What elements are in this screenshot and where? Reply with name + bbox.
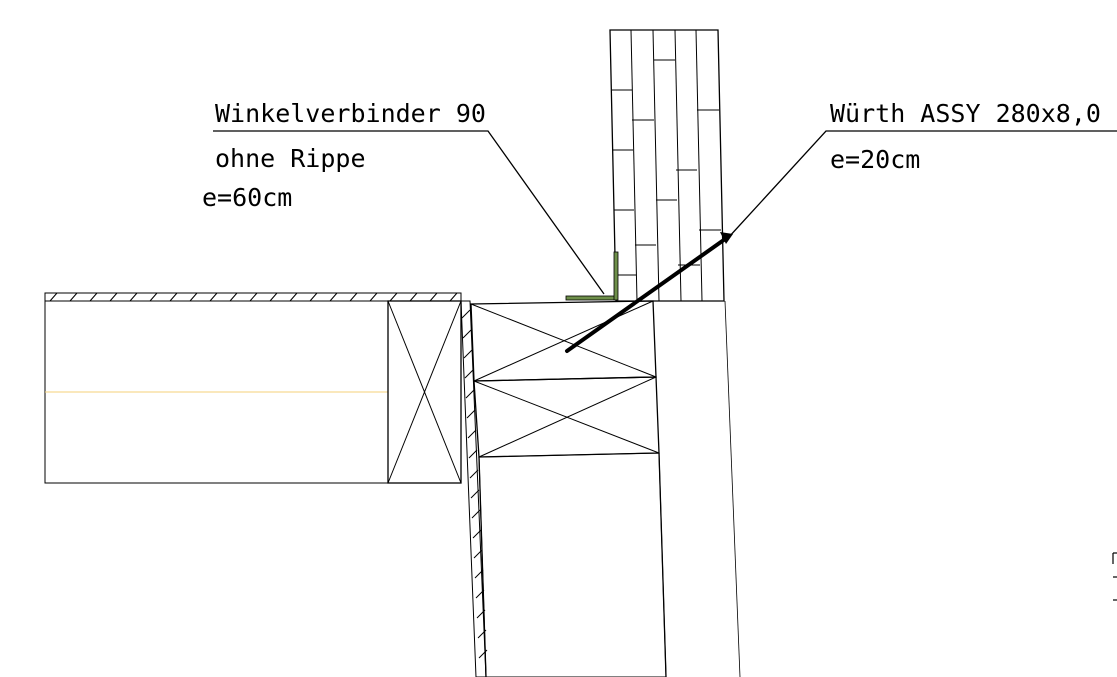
floor-sheathing-hatch [49,292,458,302]
lower-wall-element [460,300,741,677]
floor-top-sheathing [44,292,462,302]
bracket-label-title: Winkelverbinder 90 [215,99,486,128]
leader-lines [213,130,1117,295]
screw-label-spacing: e=20cm [830,145,920,174]
edge-marks [1112,552,1117,601]
bracket-label-spacing: e=60cm [202,183,292,212]
floor-element [44,292,462,484]
assy-screw [565,232,733,353]
lower-wall-insulation [478,452,667,677]
screw-label-title: Würth ASSY 280x8,0 [830,99,1101,128]
upper-clt-wall [609,29,725,302]
bracket-label-detail: ohne Rippe [215,144,366,173]
wall-finish-line [724,300,741,677]
floor-end-beam [387,300,462,484]
angle-bracket [565,251,619,301]
clt-panel [609,29,725,302]
lower-wall-sheathing [460,300,487,677]
